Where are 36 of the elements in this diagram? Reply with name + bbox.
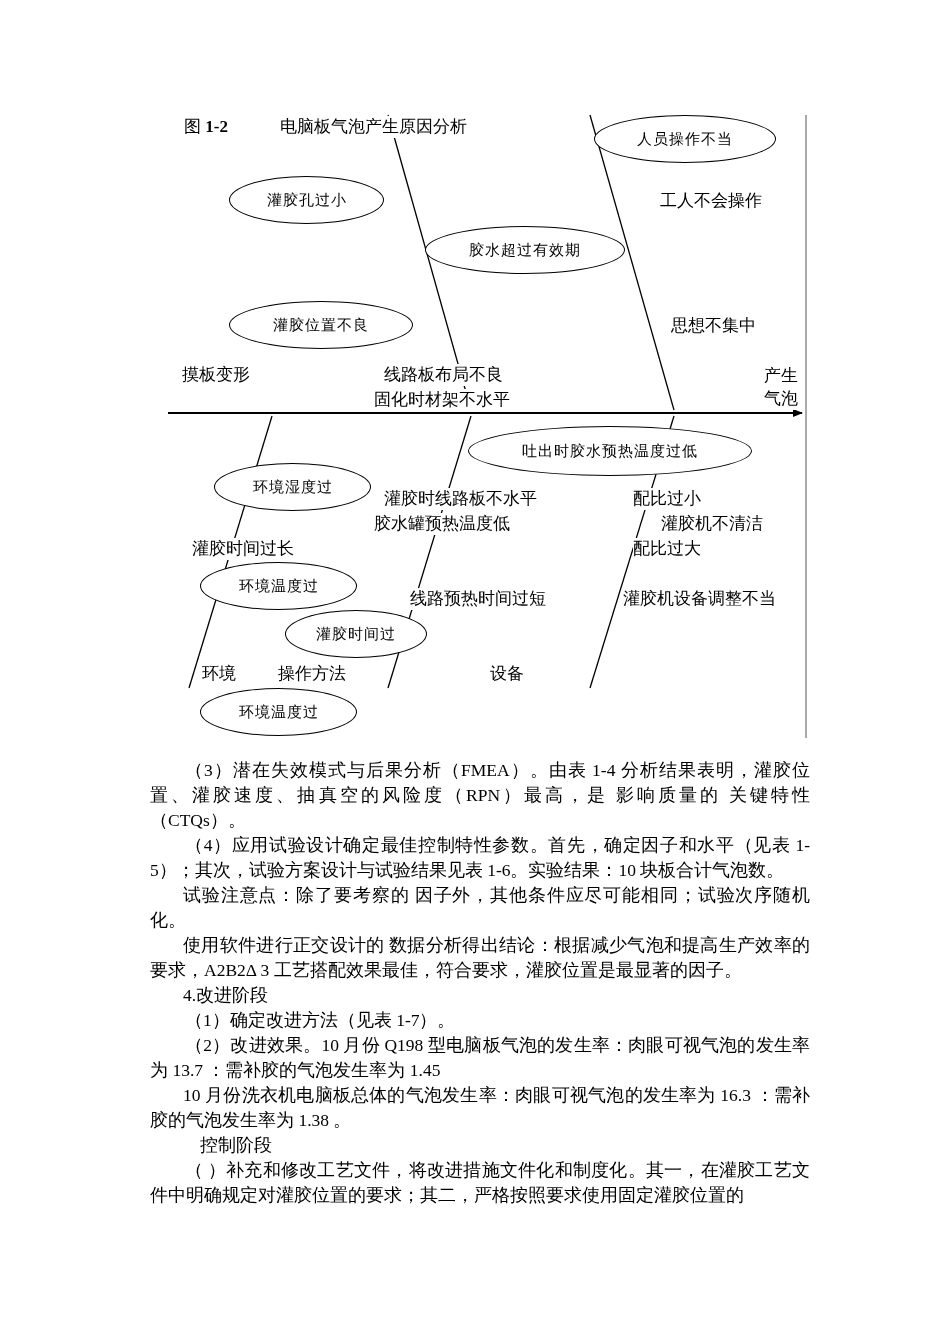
spine-arrow bbox=[167, 409, 803, 417]
cause-ellipse: 环境温度过 bbox=[200, 562, 357, 610]
figure-number: 图 1-2 bbox=[184, 116, 228, 138]
cause-ellipse: 环境温度过 bbox=[200, 688, 357, 736]
cause-label: 操作方法 bbox=[278, 663, 346, 685]
paragraph: 4.改进阶段 bbox=[182, 984, 270, 1007]
cause-ellipse: 吐出时胶水预热温度过低 bbox=[468, 426, 752, 476]
paragraph: 试验注意点：除了要考察的 因子外，其他条件应尽可能相同；试验次序随机化。 bbox=[150, 884, 810, 932]
cause-label: 线路板布局不良 bbox=[384, 364, 503, 386]
cause-label: 灌胶机不清洁 bbox=[661, 513, 763, 535]
cause-label: 灌胶时间过长 bbox=[192, 538, 294, 560]
paragraph: （1）确定改进方法（见表 1-7）。 bbox=[184, 1009, 457, 1032]
cause-label: 配比过大 bbox=[633, 538, 701, 560]
paragraph: （ ）补充和修改工艺文件，将改进措施文件化和制度化。其一，在灌胶工艺文件中明确规定对灌胶位置的要求；其二，严格按照要求使用固定灌胶位置的 bbox=[150, 1159, 810, 1207]
cause-ellipse: 环境湿度过 bbox=[214, 463, 371, 511]
figure-title: 电脑板气泡产生原因分析 bbox=[280, 116, 467, 138]
cause-label: 工人不会操作 bbox=[660, 190, 762, 212]
paragraph: 10 月份洗衣机电脑板总体的气泡发生率：肉眼可视气泡的发生率为 16.3 ：需补胶的气泡发生率为 1.38 。 bbox=[150, 1084, 810, 1132]
cause-ellipse: 胶水超过有效期 bbox=[425, 226, 625, 274]
cause-label: 灌胶机设备调整不当 bbox=[623, 588, 776, 610]
cause-label: 胶水罐预热温度低 bbox=[374, 513, 510, 535]
cause-label: 灌胶时线路板不水平 bbox=[384, 488, 537, 510]
cause-ellipse: 人员操作不当 bbox=[594, 115, 776, 163]
paragraph: 控制阶段 bbox=[199, 1134, 273, 1157]
paragraph: 使用软件进行正交设计的 数据分析得出结论：根据减少气泡和提高生产效率的要求，A2B2Δ 3 工艺搭配效果最佳，符合要求，灌胶位置是最显著的因子。 bbox=[150, 934, 810, 982]
cause-label: 固化时材架不水平 bbox=[374, 389, 510, 411]
cause-ellipse: 灌胶时间过 bbox=[285, 610, 427, 658]
cause-ellipse: 灌胶孔过小 bbox=[229, 176, 384, 224]
paragraph: （2）改进效果。10 月份 Q198 型电脑板气泡的发生率：肉眼可视气泡的发生率为 13.7 ：需补胶的气泡发生率为 1.45 bbox=[150, 1034, 810, 1082]
cause-label: 摸板变形 bbox=[182, 364, 250, 386]
cause-label: 思想不集中 bbox=[671, 315, 756, 337]
paragraph: （4）应用试验设计确定最佳控制特性参数。首先，确定因子和水平（见表 1-5）；其次，试验方案设计与试验结果见表 1-6。实验结果：10 块板合计气泡数。 bbox=[150, 834, 810, 882]
paragraph: （3）潜在失效模式与后果分析（FMEA）。由表 1-4 分析结果表明，灌胶位置、灌胶速度、抽真空的风险度（RPN）最高，是 影响质量的 关键特性（CTQs）。 bbox=[150, 759, 810, 832]
cause-label: 配比过小 bbox=[633, 488, 701, 510]
cause-label: 线路预热时间过短 bbox=[410, 588, 546, 610]
cause-ellipse: 灌胶位置不良 bbox=[229, 301, 413, 349]
